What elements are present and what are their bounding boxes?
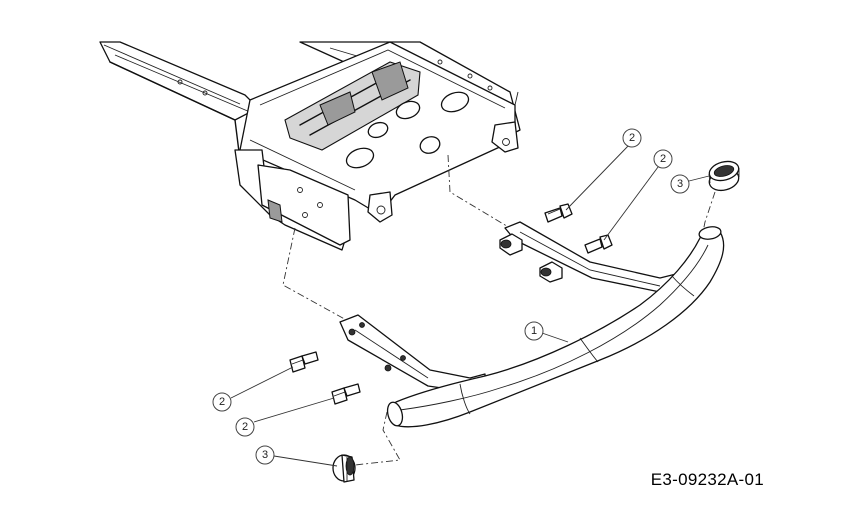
callout-3-upper: 3 (670, 174, 690, 194)
callout-3-lower: 3 (255, 445, 275, 465)
callout-2-upper-right: 2 (653, 149, 673, 169)
callout-1: 1 (524, 321, 544, 341)
mower-frame (99, 41, 521, 251)
bolt-upper-2 (584, 234, 613, 254)
callout-2d-label: 2 (242, 421, 248, 433)
callout-3a-label: 3 (677, 178, 683, 190)
end-cap-lower (332, 454, 356, 483)
end-cap-upper (708, 160, 740, 192)
callout-2-upper-left: 2 (622, 128, 642, 148)
callout-2-lower-top: 2 (212, 392, 232, 412)
callout-2c-label: 2 (219, 396, 225, 408)
bolt-lower-2 (331, 383, 361, 405)
callout-2b-label: 2 (660, 153, 666, 165)
diagram-reference-code: E3-09232A-01 (650, 470, 764, 489)
callout-2-lower-bottom: 2 (235, 417, 255, 437)
bolt-upper-1 (544, 203, 573, 223)
bolt-lower-1 (289, 351, 319, 373)
front-bumper (339, 221, 725, 428)
callout-3b-label: 3 (262, 449, 268, 461)
alignment-lines (282, 154, 716, 466)
callout-1-label: 1 (531, 325, 537, 337)
callout-2a-label: 2 (629, 132, 635, 144)
callout-leaders (230, 143, 710, 467)
